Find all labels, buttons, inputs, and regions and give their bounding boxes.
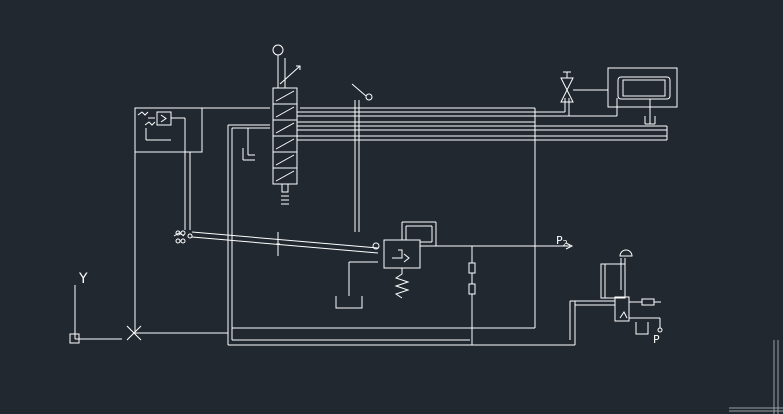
gauge-icon: [272, 44, 284, 88]
linkage-rod: [191, 231, 379, 256]
p-label: P: [653, 333, 660, 346]
regulator-unit[interactable]: [569, 249, 663, 345]
origin-mark: [126, 325, 142, 341]
p2-label: P2: [556, 234, 568, 248]
spring-icon: [394, 268, 410, 299]
y-axis-label: Y: [78, 271, 88, 287]
sensor-cluster: [173, 230, 193, 244]
control-box: [134, 107, 203, 230]
pressure-lines: [297, 98, 668, 141]
check-valves: [468, 246, 476, 345]
manual-lever[interactable]: [351, 83, 373, 232]
valve-icon[interactable]: [560, 71, 608, 103]
filter-unit[interactable]: [607, 67, 678, 125]
ucs-icon: [69, 285, 122, 344]
tank-icon: [242, 128, 255, 161]
drain-tank: [335, 261, 378, 309]
spool-valve[interactable]: [272, 58, 301, 205]
p2-outlet: [565, 242, 574, 250]
relief-valve[interactable]: [372, 221, 570, 269]
corner-lines: [729, 340, 783, 414]
